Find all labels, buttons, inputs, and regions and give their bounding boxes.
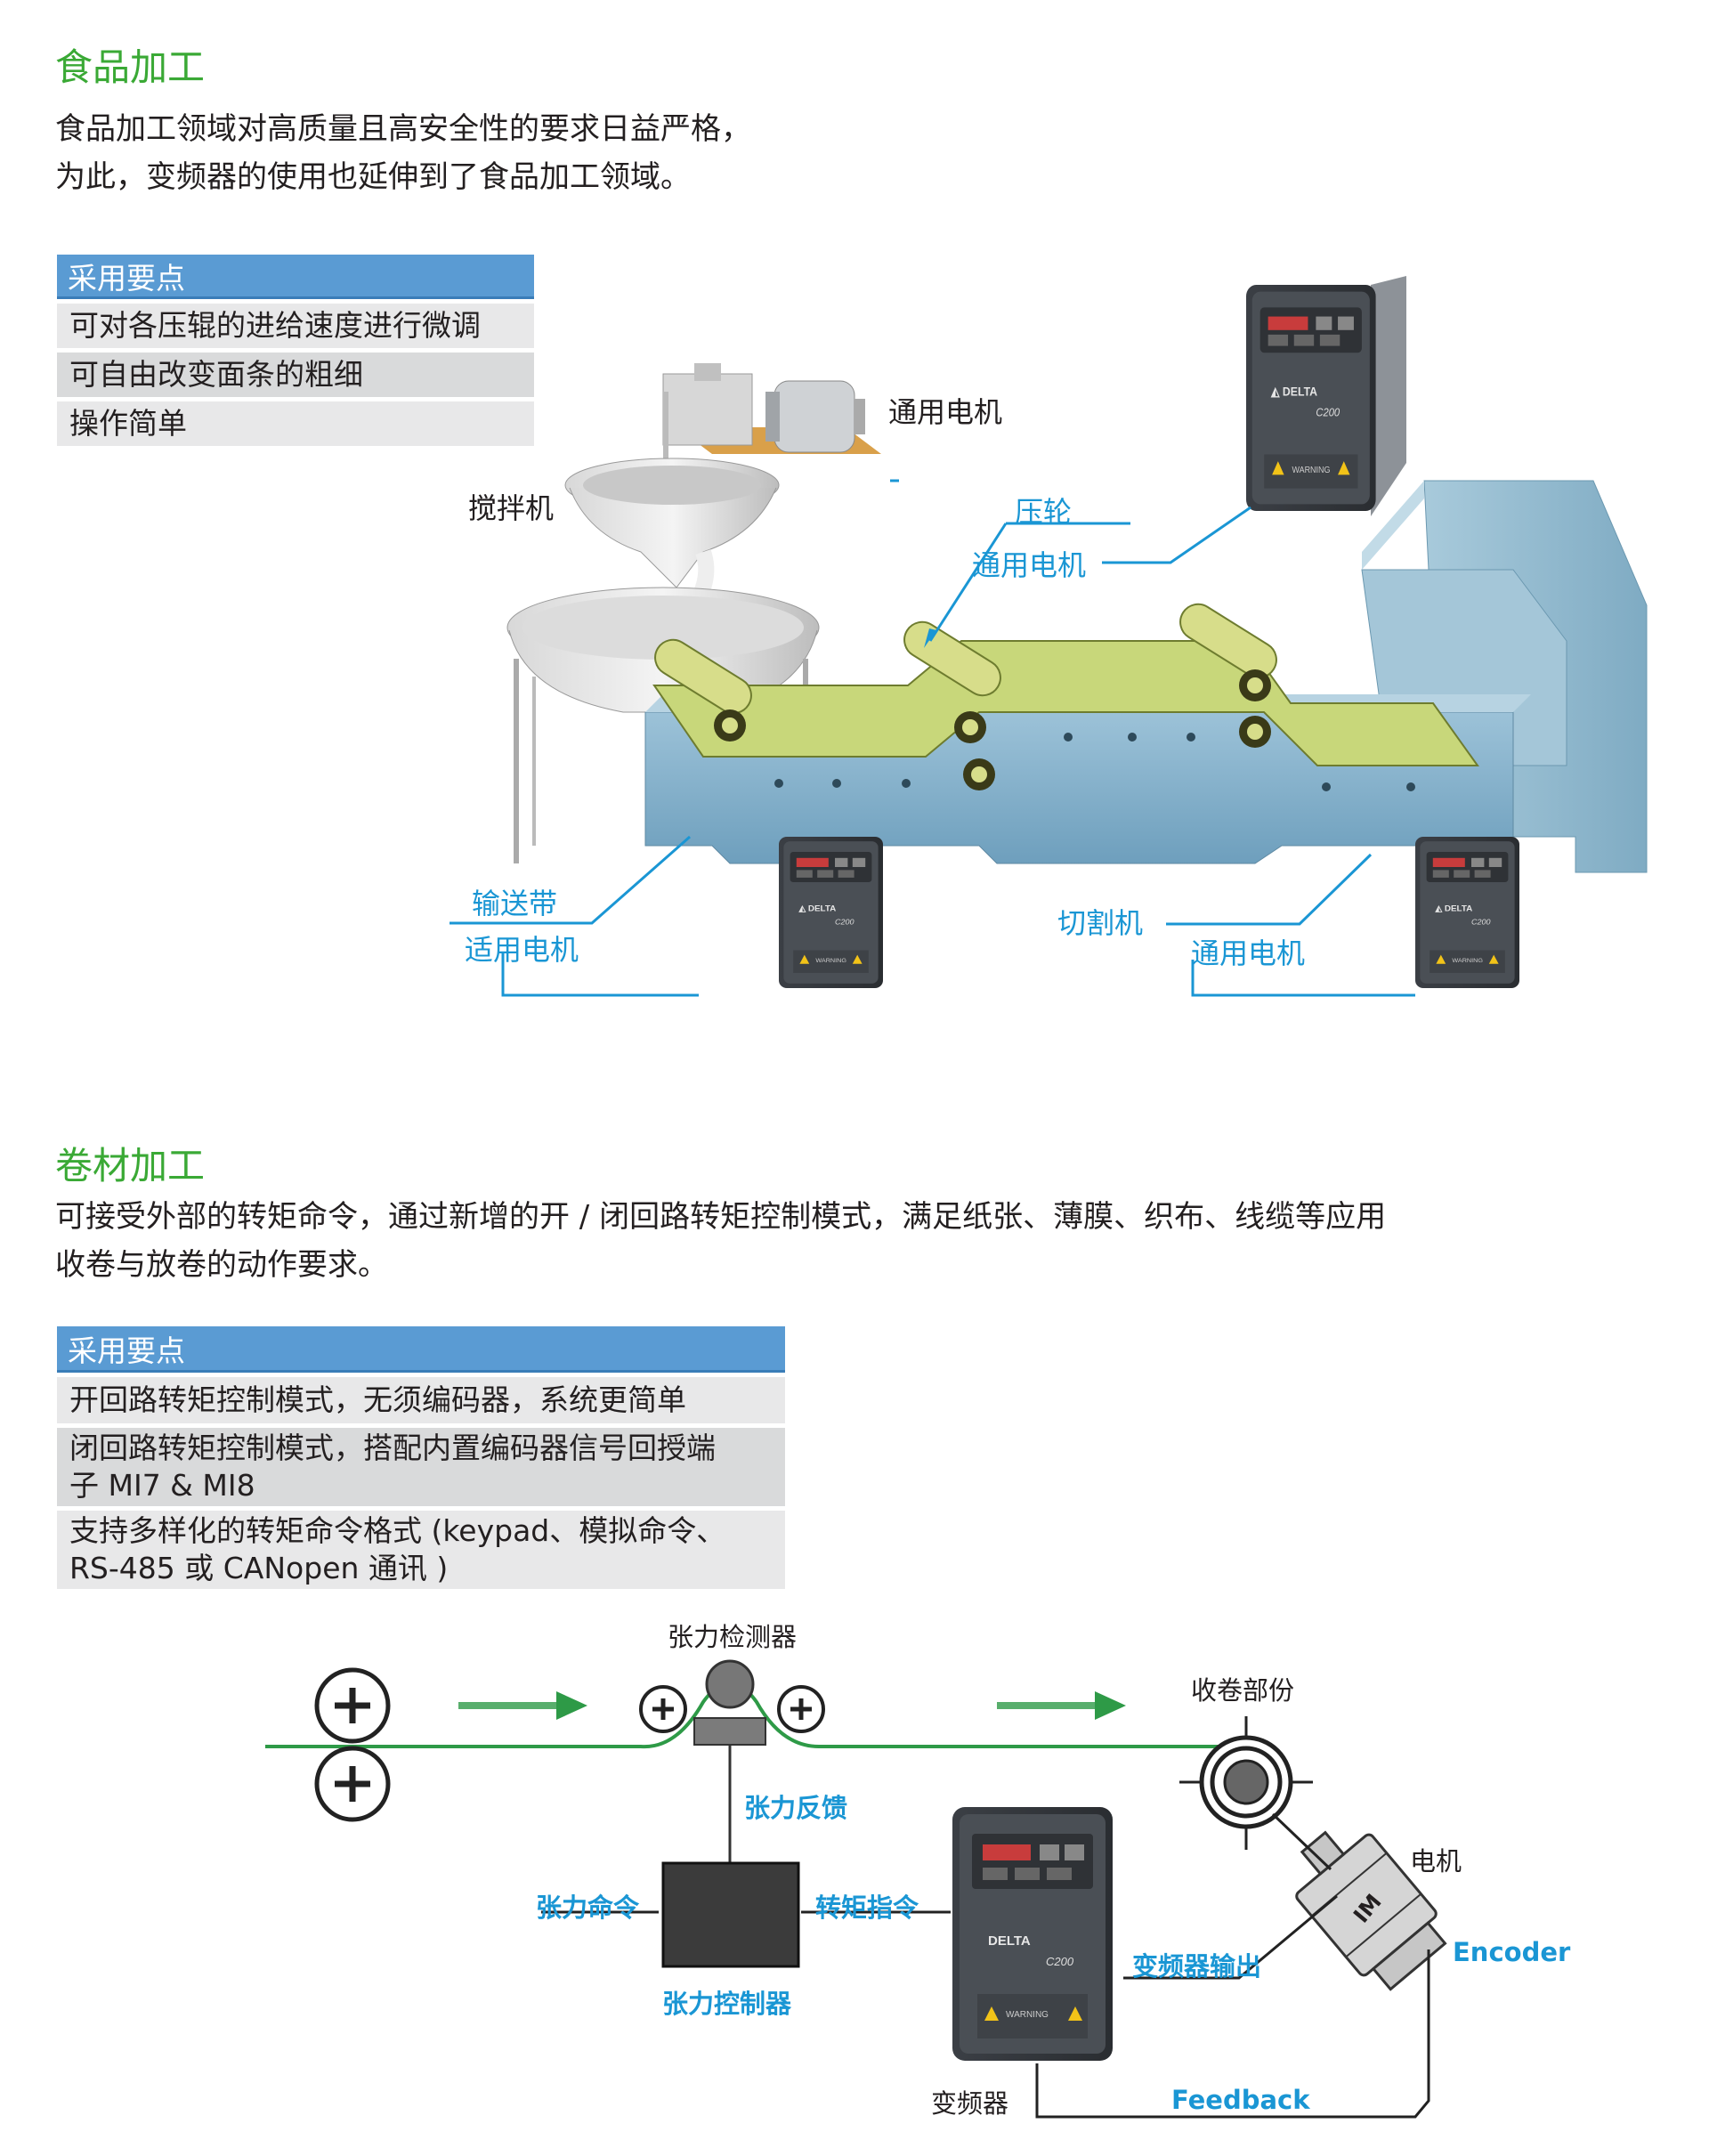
label-tension-controller: 张力控制器	[662, 1989, 792, 2019]
label-motor-mark: IM	[1349, 1889, 1387, 1928]
label-conveyor-motor: 适用电机	[465, 933, 579, 967]
winding-roll	[1179, 1716, 1313, 1850]
label-conveyor: 输送带	[472, 887, 558, 920]
label-mixer: 搅拌机	[468, 491, 555, 525]
intro-line: 食品加工领域对高质量且高安全性的要求日益严格，	[55, 111, 751, 147]
label-tension-feedback: 张力反馈	[744, 1793, 848, 1823]
label-winding: 收卷部份	[1191, 1675, 1295, 1706]
point-item: 可对各压辊的进给速度进行微调	[57, 304, 534, 348]
drive-brand-text: DELTA	[988, 1933, 1031, 1949]
points-table-web: 采用要点 开回路转矩控制模式，无须编码器，系统更简单 闭回路转矩控制模式，搭配内…	[57, 1326, 785, 1589]
intro-web: 可接受外部的转矩命令，通过新增的开 / 闭回路转矩控制模式，满足纸张、薄膜、织布…	[55, 1193, 1386, 1289]
points-table-food: 采用要点 可对各压辊的进给速度进行微调 可自由改变面条的粗细 操作简单	[57, 255, 534, 446]
intro-food: 食品加工领域对高质量且高安全性的要求日益严格， 为此，变频器的使用也延伸到了食品…	[55, 105, 751, 201]
food-processing-diagram: ◭ DELTA C200 WARNING	[450, 276, 1648, 997]
label-press-roller: 压轮	[1015, 495, 1073, 529]
guide-roller-left	[639, 1685, 687, 1733]
label-cutter-motor: 通用电机	[1191, 936, 1306, 970]
top-motor	[662, 363, 881, 498]
point-item: 支持多样化的转矩命令格式 (keypad、模拟命令、 RS-485 或 CANo…	[57, 1511, 785, 1589]
intro-line: 为此，变频器的使用也延伸到了食品加工领域。	[55, 159, 691, 195]
points-header: 采用要点	[57, 1326, 785, 1373]
point-item: 可自由改变面条的粗细	[57, 353, 534, 397]
drive-conveyor	[779, 837, 883, 988]
label-feedback: Feedback	[1171, 2085, 1310, 2115]
point-item: 闭回路转矩控制模式，搭配内置编码器信号回授端 子 MI7 & MI8	[57, 1428, 785, 1506]
inverter-drive	[952, 1807, 1113, 2061]
points-header: 采用要点	[57, 255, 534, 299]
tension-controller-box	[661, 1861, 800, 1968]
section-title-web: 卷材加工	[55, 1144, 206, 1187]
label-press-motor: 通用电机	[972, 548, 1087, 582]
flow-arrow	[458, 1691, 587, 1720]
point-text: 子 MI7 & MI8	[69, 1468, 255, 1503]
flow-arrow	[997, 1691, 1126, 1720]
point-item: 开回路转矩控制模式，无须编码器，系统更简单	[57, 1377, 785, 1423]
label-tension-detector: 张力检测器	[668, 1622, 798, 1652]
point-text: 闭回路转矩控制模式，搭配内置编码器信号回授端	[69, 1431, 716, 1465]
label-torque-command: 转矩指令	[815, 1893, 919, 1923]
label-motor-top: 通用电机	[888, 395, 1003, 429]
label-cutter: 切割机	[1057, 906, 1144, 940]
label-encoder: Encoder	[1453, 1937, 1571, 1967]
point-item: 操作简单	[57, 401, 534, 446]
unwind-roller	[314, 1667, 391, 1744]
label-inverter-output: 变频器输出	[1132, 1951, 1262, 1982]
label-inverter: 变频器	[931, 2088, 1009, 2119]
nip-roller	[314, 1746, 391, 1822]
point-text: RS-485 或 CANopen 通讯 )	[69, 1551, 449, 1585]
intro-line: 收卷与放卷的动作要求。	[55, 1247, 388, 1283]
point-text: 支持多样化的转矩命令格式 (keypad、模拟命令、	[69, 1513, 726, 1548]
drive-warning-text: WARNING	[1006, 2010, 1049, 2020]
drive-top	[1246, 276, 1406, 516]
drive-cutter	[1415, 837, 1519, 988]
guide-roller-right	[777, 1685, 825, 1733]
section-title-food: 食品加工	[55, 45, 206, 89]
point-text: 开回路转矩控制模式，无须编码器，系统更简单	[69, 1382, 686, 1417]
label-tension-command: 张力命令	[536, 1893, 640, 1923]
label-motor: 电机	[1410, 1846, 1462, 1876]
intro-line: 可接受外部的转矩命令，通过新增的开 / 闭回路转矩控制模式，满足纸张、薄膜、织布…	[55, 1199, 1387, 1235]
tension-detector	[693, 1659, 766, 1865]
drive-model-text: C200	[1046, 1955, 1074, 1968]
